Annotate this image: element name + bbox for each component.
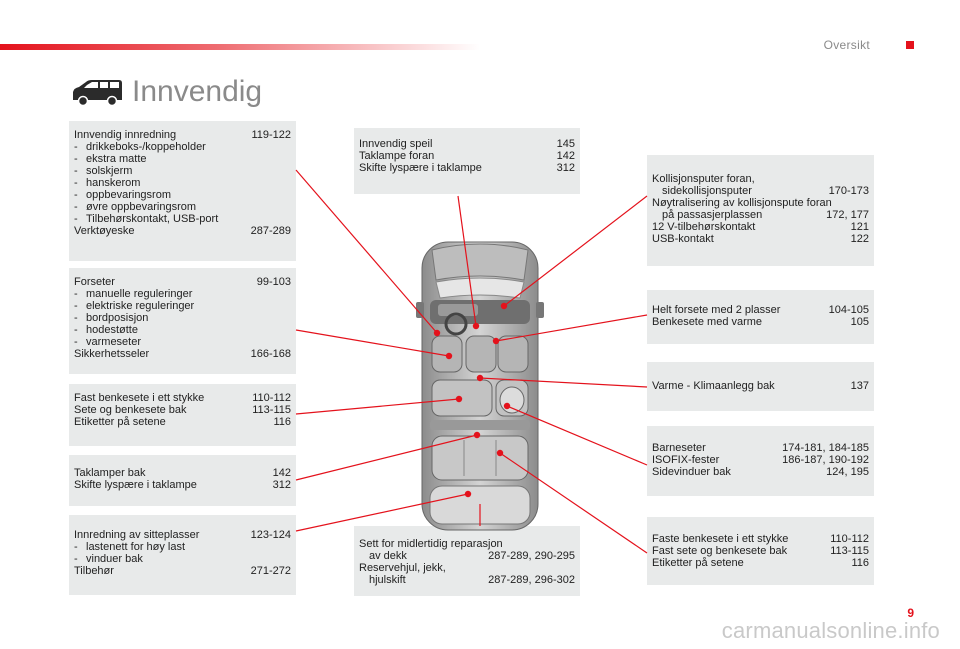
box-row: Nøytralisering av kollisjonspute foran bbox=[652, 197, 832, 209]
airbags-box: Kollisjonsputer foran, sidekollisjonsput… bbox=[647, 155, 874, 266]
bullet-item: -lastenett for høy last bbox=[74, 541, 186, 553]
bullet-item: -øvre oppbevaringsrom bbox=[74, 201, 197, 213]
bullet-item: -hodestøtte bbox=[74, 324, 138, 336]
page-number: 9 bbox=[907, 606, 914, 620]
title-area: Innvendig bbox=[70, 72, 262, 112]
bullet-item: -varmeseter bbox=[74, 336, 142, 348]
box-row: Sett for midlertidig reparasjon bbox=[359, 538, 503, 550]
header-accent-bar bbox=[0, 44, 480, 50]
bullet-item: -manuelle reguleringer bbox=[74, 288, 193, 300]
vehicle-top-view-illustration bbox=[416, 241, 544, 531]
bullet-item: -oppbevaringsrom bbox=[74, 189, 171, 201]
van-icon bbox=[73, 80, 122, 107]
box-row: Reservehjul, jekk, bbox=[359, 562, 446, 574]
page-title: Innvendig bbox=[132, 75, 263, 108]
bullet-item: -ekstra matte bbox=[74, 153, 147, 165]
bullet-item: -hanskerom bbox=[74, 177, 141, 189]
section-label: Oversikt bbox=[823, 38, 870, 52]
section-marker bbox=[906, 41, 914, 49]
bullet-item: -vinduer bak bbox=[74, 553, 143, 565]
box-row: Kollisjonsputer foran, bbox=[652, 173, 755, 185]
bullet-item: -Tilbehørskontakt, USB-port bbox=[74, 213, 219, 225]
bullet-item: -drikkeboks-/koppeholder bbox=[74, 141, 206, 153]
bullet-item: -bordposisjon bbox=[74, 312, 149, 324]
watermark: carmanualsonline.info bbox=[721, 618, 940, 643]
bullet-item: -solskjerm bbox=[74, 165, 133, 177]
bullet-item: -elektriske reguleringer bbox=[74, 300, 195, 312]
